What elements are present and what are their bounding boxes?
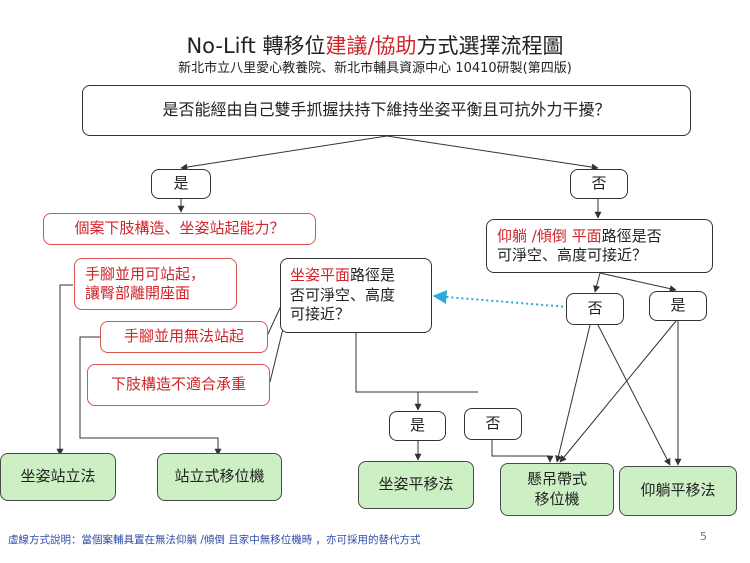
edge-sitno-sling	[491, 440, 554, 463]
option-can-stand: 手腳並用可站起， 讓臀部離開座面	[74, 258, 237, 310]
question-supine-plane-rest: 路徑是否	[601, 226, 662, 245]
edge-top-no	[386, 135, 599, 171]
question-sitting-balance-text: 是否能經由自己雙手抓握扶持下維持坐姿平衡且可抗外力干擾？	[162, 100, 611, 120]
result-sling-lift: 懸吊帶式 移位機	[500, 463, 614, 516]
yes-node-supine: 是	[649, 291, 707, 321]
page-number: 5	[700, 530, 707, 543]
edge-supine-no	[593, 272, 601, 293]
edge-sitq-yes	[355, 333, 422, 411]
option-unsuitable-weight-bearing: 下肢構造不適合承重	[87, 364, 270, 406]
yes-node-sitting-label: 是	[409, 416, 425, 435]
title-suffix: 方式選擇流程圖	[416, 34, 564, 58]
result-sit-to-stand-method-text: 坐姿站立法	[20, 467, 96, 486]
option-cannot-stand: 手腳並用無法站起	[100, 321, 268, 353]
page-subtitle: 新北市立八里愛心教養院、新北市輔具資源中心 10410研製(第四版)	[178, 61, 572, 76]
option-unsuitable-weight-bearing-text: 下肢構造不適合承重	[110, 375, 246, 394]
question-supine-plane-line2: 可淨空、高度可接近？	[497, 246, 648, 264]
option-can-stand-line1: 手腳並用可站起，	[85, 264, 206, 283]
no-node-supine-label: 否	[587, 299, 603, 318]
title-suggest: 建議	[325, 34, 368, 58]
edge-supineno-supinetransfer	[597, 324, 671, 466]
yes-node-top: 是	[151, 169, 211, 199]
edge-supine-yes	[599, 272, 677, 293]
question-limb-structure: 個案下肢構造、坐姿站起能力？	[43, 213, 316, 245]
question-sitting-plane-rest: 路徑是	[350, 266, 396, 285]
question-supine-plane: 仰躺 /傾倒 平面路徑是否 可淨空、高度可接近？	[486, 219, 713, 273]
yes-node-sitting: 是	[389, 411, 446, 441]
option-can-stand-line2: 讓臀部離開座面	[85, 284, 191, 302]
question-sitting-balance: 是否能經由自己雙手抓握扶持下維持坐姿平衡且可抗外力干擾？	[82, 85, 691, 136]
question-sitting-plane-red: 坐姿平面	[290, 266, 351, 285]
question-limb-structure-text: 個案下肢構造、坐姿站起能力？	[74, 219, 285, 238]
yes-node-top-label: 是	[173, 174, 189, 193]
edge-supineyes-sling	[559, 320, 677, 463]
result-standing-lift-text: 站立式移位機	[174, 467, 265, 486]
edge-stand-method	[56, 284, 73, 456]
no-node-sitting: 否	[464, 408, 522, 440]
result-standing-lift: 站立式移位機	[157, 453, 282, 501]
no-node-supine: 否	[566, 293, 624, 325]
option-cannot-stand-text: 手腳並用無法站起	[123, 327, 244, 346]
edge-supineno-sling	[555, 324, 591, 463]
no-node-top-label: 否	[591, 174, 607, 193]
dotted-line-footnote: 虛線方式說明：當個案輔具置在無法仰躺 /傾倒 且家中無移位機時 ，亦可採用的替代…	[8, 534, 421, 546]
no-node-sitting-label: 否	[485, 414, 501, 433]
result-sitting-transfer-text: 坐姿平移法	[378, 475, 454, 494]
question-sitting-plane-line2: 否可淨空、高度	[290, 285, 396, 304]
result-supine-transfer: 仰躺平移法	[619, 466, 737, 516]
result-sit-to-stand-method: 坐姿站立法	[0, 453, 116, 501]
yes-node-supine-label: 是	[670, 296, 686, 315]
no-node-top: 否	[570, 169, 628, 199]
result-sitting-transfer: 坐姿平移法	[358, 461, 474, 509]
result-sling-lift-line1: 懸吊帶式	[526, 470, 587, 488]
page-title: No-Lift 轉移位建議/協助方式選擇流程圖	[0, 30, 750, 60]
title-separator: /	[367, 34, 375, 58]
result-supine-transfer-text: 仰躺平移法	[640, 481, 716, 500]
edge-top-yes	[180, 135, 388, 171]
title-prefix: No-Lift 轉移位	[186, 34, 326, 58]
edge-dotted-alternative	[432, 290, 569, 308]
edge-cannot-standinglift	[79, 336, 222, 456]
question-supine-plane-red: 仰躺 /傾倒 平面	[497, 226, 602, 245]
question-sitting-plane-line3: 可接近？	[290, 305, 351, 324]
title-assist: 協助	[374, 34, 417, 58]
question-sitting-plane: 坐姿平面路徑是 否可淨空、高度 可接近？	[280, 258, 432, 333]
result-sling-lift-line2: 移位機	[534, 489, 580, 508]
